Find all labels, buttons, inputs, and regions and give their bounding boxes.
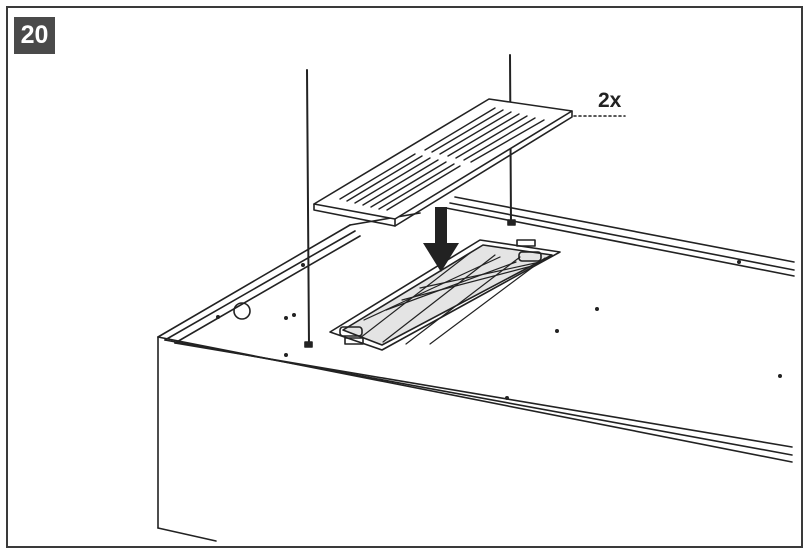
round-hole — [233, 302, 251, 320]
instruction-frame — [6, 6, 803, 548]
quantity-callout: 2x — [598, 89, 622, 112]
down-arrow-icon — [423, 207, 459, 272]
step-number-badge: 20 — [14, 17, 55, 54]
grille-cover — [313, 98, 573, 227]
mounting-holes — [216, 260, 782, 400]
cabinet-front — [157, 336, 217, 542]
cabinet-top — [157, 196, 795, 463]
filter-opening — [329, 239, 561, 351]
